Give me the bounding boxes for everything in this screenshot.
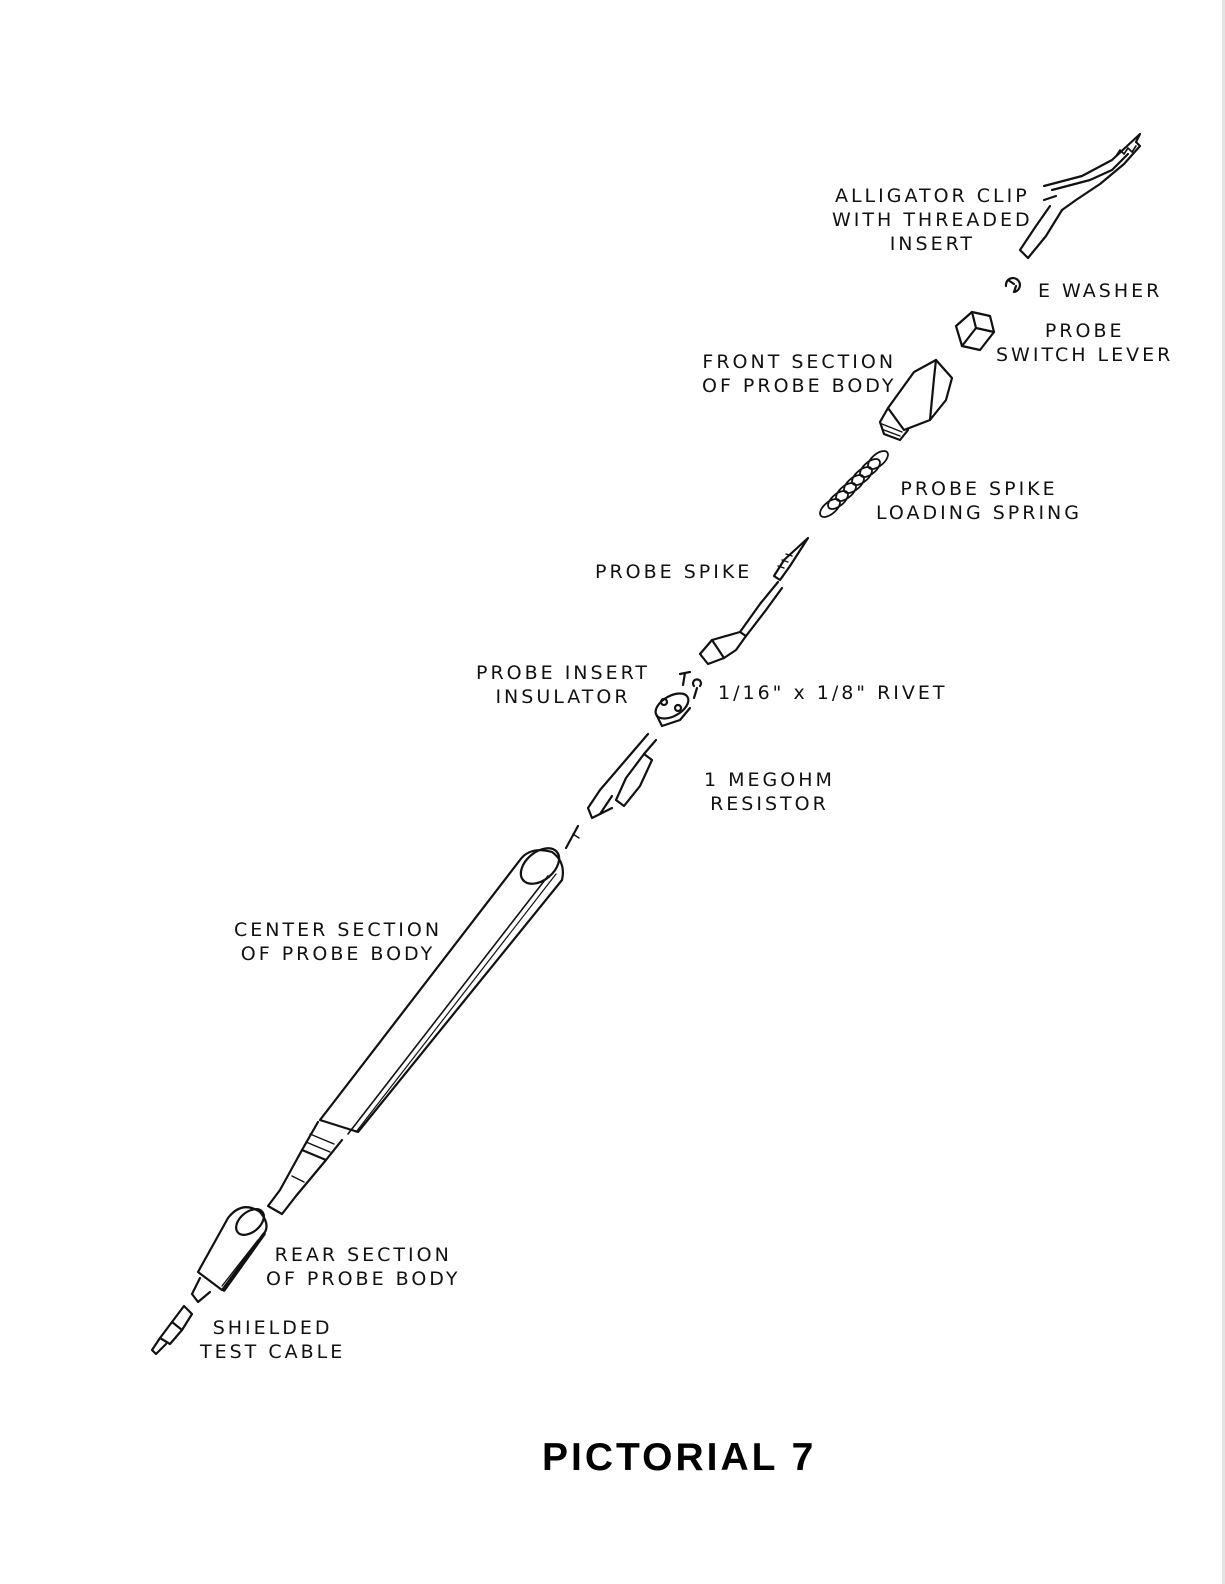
label-e-washer: E WASHER (1038, 279, 1162, 303)
label-center-section: CENTER SECTION OF PROBE BODY (234, 918, 442, 966)
insert-insulator (651, 688, 692, 726)
label-insert-insulator: PROBE INSERT INSULATOR (476, 661, 650, 709)
label-test-cable: SHIELDED TEST CABLE (200, 1316, 345, 1364)
probe-spike (700, 538, 808, 664)
label-rivet: 1/16" x 1/8" RIVET (718, 681, 948, 705)
label-front-section: FRONT SECTION OF PROBE BODY (702, 350, 896, 398)
alligator-clip (1020, 134, 1140, 258)
label-switch-lever: PROBE SWITCH LEVER (996, 319, 1173, 367)
resistor (588, 734, 656, 818)
label-spike-spring: PROBE SPIKE LOADING SPRING (876, 477, 1082, 525)
label-resistor: 1 MEGOHM RESISTOR (704, 768, 835, 816)
label-rear-section: REAR SECTION OF PROBE BODY (266, 1243, 460, 1291)
e-washer (1006, 278, 1020, 292)
center-section (268, 826, 579, 1214)
switch-lever (956, 312, 994, 350)
label-alligator-clip: ALLIGATOR CLIP WITH THREADED INSERT (832, 184, 1033, 256)
figure-title: PICTORIAL 7 (542, 1436, 816, 1480)
label-probe-spike: PROBE SPIKE (595, 560, 752, 584)
test-cable (152, 1306, 192, 1354)
rear-section (192, 1204, 269, 1302)
